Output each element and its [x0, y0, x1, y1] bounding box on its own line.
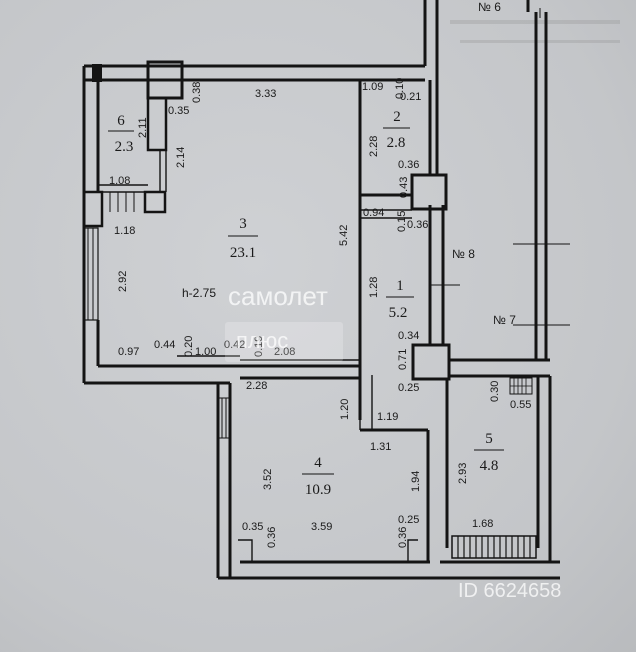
dim-label: 3.33	[255, 88, 276, 100]
dim-label: 0.36	[407, 219, 428, 231]
dim-label: 0.44	[154, 339, 175, 351]
dim-label: 0.97	[118, 346, 139, 358]
watermark: самолет плюс ID 6624658	[225, 281, 561, 602]
room-4-label: 4 10.9	[302, 455, 334, 498]
room-6-label: 6 2.3	[108, 113, 134, 155]
watermark-sub: плюс	[236, 328, 288, 353]
dim-label: 0.34	[398, 330, 419, 342]
dim-label: 2.28	[246, 380, 267, 392]
room-3-number: 3	[239, 216, 247, 232]
dim-label: 1.28	[368, 277, 380, 298]
neighbor-7-label: № 7	[493, 313, 516, 327]
room-1-label: 1 5.2	[386, 278, 414, 321]
dim-label: 0.36	[397, 527, 409, 548]
dim-label: 0.35	[242, 521, 263, 533]
neighbor-6-label: № 6	[478, 0, 501, 14]
dim-label: 3.59	[311, 521, 332, 533]
room-6-number: 6	[117, 113, 125, 129]
dim-label: 0.20	[183, 336, 195, 357]
dim-label: 1.20	[339, 399, 351, 420]
dim-label: 0.21	[400, 91, 421, 103]
dim-label: 2.11	[137, 117, 149, 138]
dim-label: 0.94	[363, 207, 384, 219]
neighbor-8-label: № 8	[452, 247, 475, 261]
room-5-area: 4.8	[480, 458, 499, 474]
dim-label: 0.36	[398, 159, 419, 171]
dim-label: 2.28	[368, 136, 380, 157]
dim-label: 1.09	[362, 81, 383, 93]
room-1-number: 1	[396, 278, 404, 294]
dim-label: 3.52	[262, 469, 274, 490]
dim-label: 0.15	[396, 211, 408, 232]
room-1-area: 5.2	[389, 305, 408, 321]
dim-label: 0.10	[394, 78, 406, 99]
walls	[82, 0, 560, 580]
room-3-label: 3 23.1	[228, 216, 258, 261]
dim-label: 0.71	[397, 349, 409, 370]
dim-label: 0.43	[398, 177, 410, 198]
watermark-brand: самолет	[228, 281, 328, 311]
dim-label: 0.35	[168, 105, 189, 117]
room-2-label: 2 2.8	[383, 109, 410, 151]
dim-label: 1.00	[195, 346, 216, 358]
dim-label: 1.94	[410, 471, 422, 492]
dim-label: 1.68	[472, 518, 493, 530]
room-4-number: 4	[314, 455, 322, 471]
room-2-number: 2	[393, 109, 401, 125]
room-5-number: 5	[485, 431, 493, 447]
dim-label: 2.92	[117, 271, 129, 292]
room-6-area: 2.3	[115, 139, 134, 155]
dim-label: 1.18	[114, 225, 135, 237]
watermark-id: ID 6624658	[458, 580, 561, 602]
columns	[82, 60, 451, 381]
dim-label: 0.25	[398, 514, 419, 526]
dim-label: 1.19	[377, 411, 398, 423]
dim-label: 0.25	[398, 382, 419, 394]
dim-label: 0.42	[224, 339, 245, 351]
dim-label: 2.08	[274, 346, 295, 358]
dim-label: 0.55	[510, 399, 531, 411]
dim-label: 1.31	[370, 441, 391, 453]
room-2-area: 2.8	[387, 135, 406, 151]
ceiling-height-label: h-2.75	[182, 286, 216, 300]
partitions	[98, 8, 570, 562]
dim-label: 2.14	[175, 147, 187, 168]
dim-label: 2.93	[457, 463, 469, 484]
room-4-area: 10.9	[305, 482, 331, 498]
dim-label: 0.19	[253, 336, 265, 357]
dim-label: 0.36	[266, 527, 278, 548]
dim-label: 1.08	[109, 175, 130, 187]
room-5-label: 5 4.8	[474, 431, 504, 474]
dim-label: 0.30	[489, 381, 501, 402]
dim-label: 5.42	[338, 225, 350, 246]
dim-label: 0.38	[191, 82, 203, 103]
dimension-labels: 3.33 1.09 0.21 0.10 0.35 0.38 2.11 2.14 …	[109, 78, 531, 548]
room-3-area: 23.1	[230, 245, 256, 261]
